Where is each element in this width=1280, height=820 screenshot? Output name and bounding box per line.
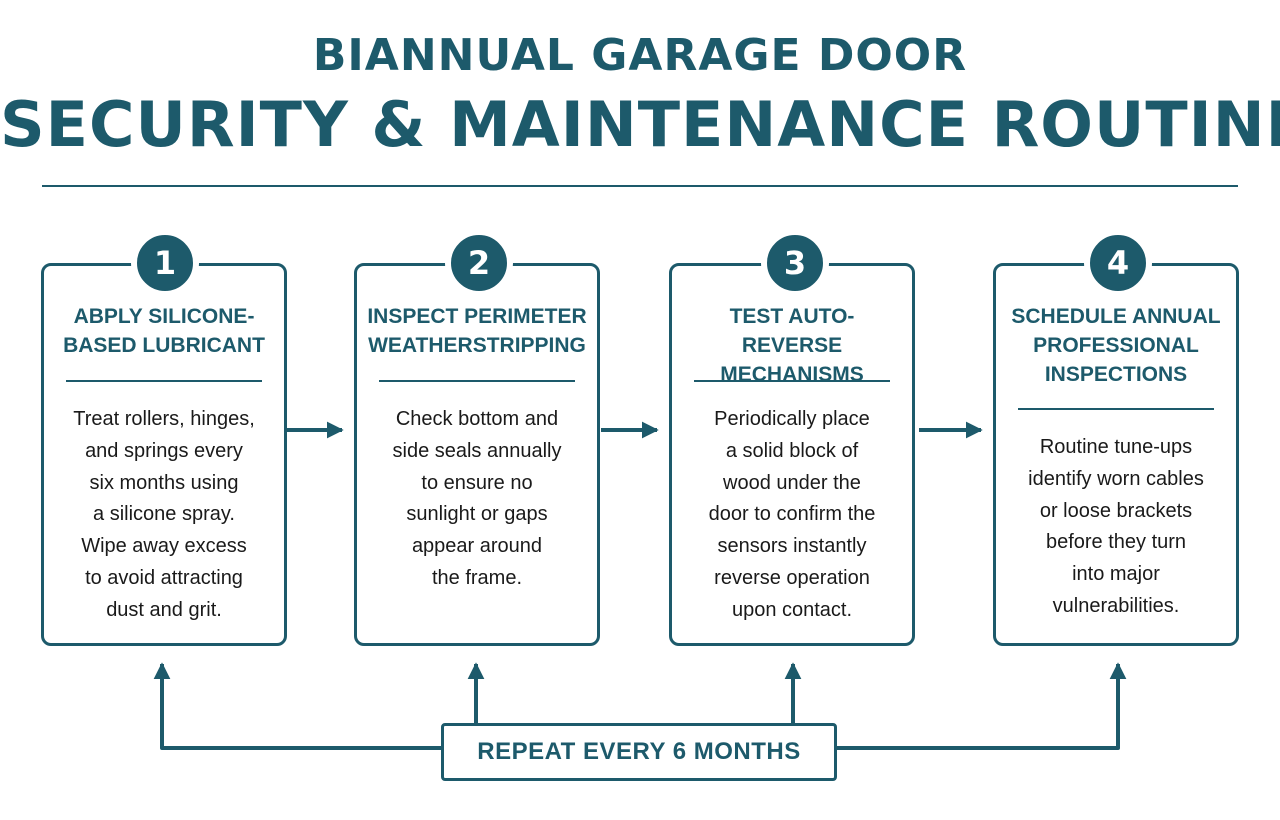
step-3-description: Periodically place a solid block of wood… (708, 408, 876, 621)
step-1-heading: ABPLY SILICONE- BASED LUBRICANT (63, 305, 265, 357)
step-2-description: Check bottom and side seals annually to … (392, 408, 562, 589)
step-card-2: INSPECT PERIMETER WEATHERSTRIPPING Check… (354, 263, 600, 646)
title-divider (42, 185, 1238, 187)
repeat-cycle-label: REPEAT EVERY 6 MONTHS (441, 723, 837, 781)
loop-line-left (153, 662, 441, 750)
step-2-divider (379, 380, 575, 382)
step-4-divider (1018, 408, 1214, 410)
step-3-number-badge: 3 (761, 229, 829, 297)
step-2-heading: INSPECT PERIMETER WEATHERSTRIPPING (367, 305, 587, 357)
step-3-divider (694, 380, 890, 382)
step-1-divider (66, 380, 262, 382)
step-card-4: SCHEDULE ANNUAL PROFESSIONAL INSPECTIONS… (993, 263, 1239, 646)
step-1-description: Treat rollers, hinges, and springs every… (73, 408, 255, 621)
step-2-number-badge: 2 (445, 229, 513, 297)
step-1-number-badge: 1 (131, 229, 199, 297)
title-line-2: SECURITY & MAINTENANCE ROUTINE (0, 88, 1280, 161)
loop-line-right (837, 662, 1127, 750)
step-4-heading: SCHEDULE ANNUAL PROFESSIONAL INSPECTIONS (1011, 305, 1221, 386)
step-card-1: ABPLY SILICONE- BASED LUBRICANT Treat ro… (41, 263, 287, 646)
title-line-1: BIANNUAL GARAGE DOOR (312, 30, 968, 81)
step-card-3: TEST AUTO-REVERSE MECHANISMS Periodicall… (669, 263, 915, 646)
step-4-description: Routine tune-ups identify worn cables or… (1028, 436, 1204, 617)
step-4-number-badge: 4 (1084, 229, 1152, 297)
